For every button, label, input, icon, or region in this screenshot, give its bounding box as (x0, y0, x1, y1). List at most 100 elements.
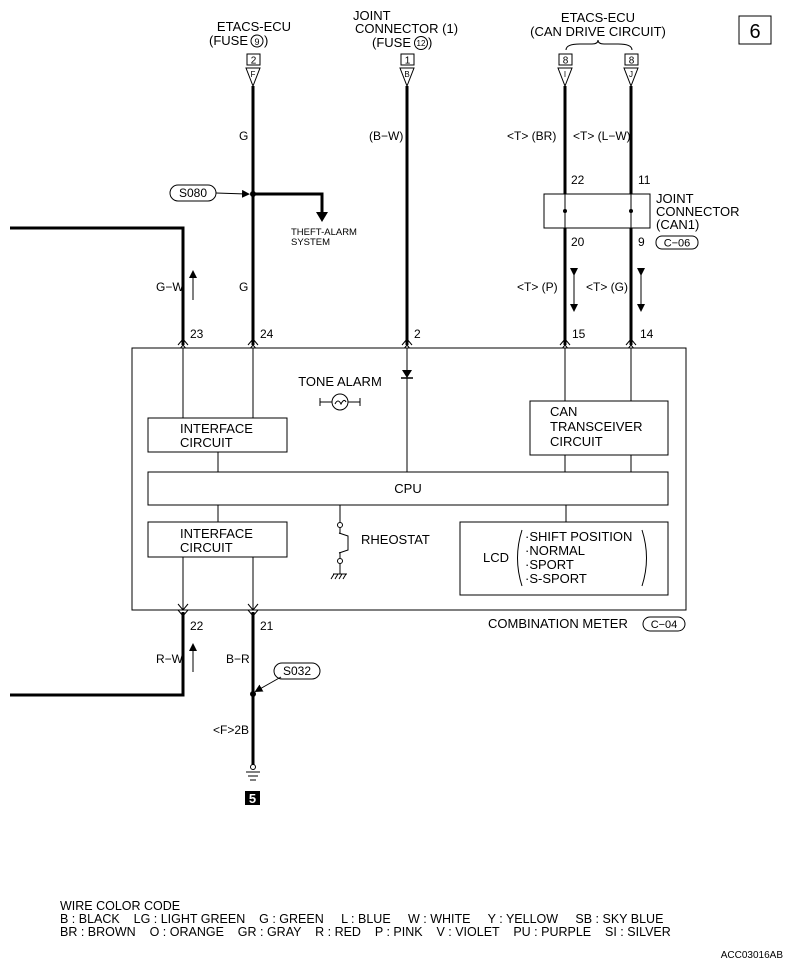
ground-terminal (250, 764, 256, 770)
splice-s080-dot (250, 191, 256, 197)
ground-number: 5 (249, 791, 256, 806)
terminal-b (399, 67, 415, 88)
fuse-12-circle (414, 36, 428, 50)
joint-pin-11: 11 (638, 173, 651, 187)
pin-mark-22 (177, 603, 189, 617)
rheostat-contact-bottom (337, 558, 343, 564)
rheostat-contact-top (337, 522, 343, 528)
theft-alarm-label-1: THEFT-ALARM (291, 227, 357, 238)
lcd-left-paren (517, 529, 523, 587)
pin-24: 24 (260, 327, 274, 341)
splice-s032-label: S032 (283, 664, 311, 678)
splice-s032-pointer (254, 676, 282, 692)
ground-number-box (245, 791, 260, 805)
combination-meter-connector: C−04 (651, 619, 678, 631)
splice-s080-pointer (215, 189, 250, 198)
page-number-box (738, 15, 772, 45)
diode-symbol (402, 370, 412, 378)
diagram-code: ACC03016AB (720, 950, 783, 961)
wire-label-gw: G−W (156, 280, 184, 294)
interface-top-label-2: CIRCUIT (180, 435, 233, 450)
etacs-fuse-sub: (FUSE (209, 33, 248, 48)
can-transceiver-box (529, 400, 669, 456)
interface-bottom-label-1: INTERFACE (180, 526, 253, 541)
terminal-j (623, 67, 639, 88)
wire-label-can-lw: <T> (L−W) (573, 129, 631, 143)
terminal-b-letter: B (404, 70, 409, 79)
pin-14: 14 (640, 327, 654, 341)
joint-fuse-title1: JOINT (353, 8, 391, 23)
combination-meter-connector-tag (642, 616, 686, 632)
wire-gw (10, 226, 185, 345)
fuse-12-number: 12 (417, 39, 426, 48)
wire-label-br: B−R (226, 652, 250, 666)
can-label-3: CIRCUIT (550, 434, 603, 449)
lcd-right-paren (641, 529, 647, 587)
tone-alarm-label: TONE ALARM (298, 374, 382, 389)
pin-23: 23 (190, 327, 204, 341)
etacs-can-sub: (CAN DRIVE CIRCUIT) (530, 24, 666, 39)
etacs-fuse-close: ) (264, 33, 268, 48)
can-label-2: TRANSCEIVER (550, 419, 642, 434)
legend-title: WIRE COLOR CODE (60, 899, 181, 913)
joint-can1-right-dot (629, 209, 633, 213)
wire-label-can-br: <T> (BR) (507, 129, 556, 143)
terminal-i-letter: I (564, 70, 566, 79)
joint-can1-connector-tag (655, 235, 699, 250)
joint-can1-label-1: JOINT (656, 191, 694, 206)
connector-8-left-number: 8 (563, 56, 569, 67)
interface-bottom-label-2: CIRCUIT (180, 540, 233, 555)
joint-pin-9: 9 (638, 235, 645, 249)
terminal-i (557, 67, 573, 88)
pin-15: 15 (572, 327, 586, 341)
joint-fuse-title2: CONNECTOR (1) (355, 21, 458, 36)
connector-8-left-box (558, 53, 573, 66)
lcd-item-3: ·SPORT (525, 557, 574, 572)
splice-s032-dot (250, 691, 256, 697)
connector-1-number: 1 (405, 56, 411, 67)
cpu-box (147, 471, 669, 506)
pin-22: 22 (190, 619, 204, 633)
wire-rw (10, 612, 185, 697)
page-number: 6 (749, 21, 760, 43)
joint-can1-label-2: CONNECTOR (656, 204, 740, 219)
joint-pin-20: 20 (571, 235, 585, 249)
theft-alarm-arrow (316, 212, 328, 222)
can-bracket (565, 39, 633, 51)
wire-color-legend: WIRE COLOR CODE B : BLACK LG : LIGHT GRE… (60, 900, 671, 939)
etacs-fuse-title: ETACS-ECU (217, 19, 291, 34)
joint-can1-connector: C−06 (664, 238, 691, 250)
buzzer-leads (319, 398, 361, 406)
legend-row-2: BR : BROWN O : ORANGE GR : GRAY R : RED … (60, 925, 671, 939)
joint-pin-22: 22 (571, 173, 585, 187)
pin-2: 2 (414, 327, 421, 341)
ground-icon (246, 771, 260, 781)
wire-label-bw: (B−W) (369, 129, 403, 143)
combination-meter-label: COMBINATION METER (488, 616, 628, 631)
joint-can1-label-3: (CAN1) (656, 217, 699, 232)
theft-alarm-branch (253, 192, 324, 214)
joint-fuse-sub: (FUSE (372, 35, 411, 50)
connector-1-box (400, 53, 415, 66)
rheostat-label: RHEOSTAT (361, 532, 430, 547)
splice-s080-label: S080 (179, 186, 207, 200)
interface-circuit-bottom (147, 521, 288, 558)
interface-circuit-top (147, 417, 288, 453)
connector-2-number: 2 (251, 56, 257, 67)
terminal-f-letter: F (251, 70, 256, 79)
pin-21: 21 (260, 619, 274, 633)
terminal-f (245, 67, 261, 88)
wire-label-g-mid: G (239, 280, 248, 294)
interface-top-label-1: INTERFACE (180, 421, 253, 436)
theft-alarm-label-2: SYSTEM (291, 237, 330, 248)
lcd-item-4: ·S-SPORT (525, 571, 587, 586)
cpu-label: CPU (394, 481, 421, 496)
lcd-label: LCD (483, 550, 509, 565)
wire-label-f2b: <F>2B (213, 723, 249, 737)
legend-row-1: B : BLACK LG : LIGHT GREEN G : GREEN L :… (60, 912, 664, 926)
connector-8-right-box (624, 53, 639, 66)
can-label-1: CAN (550, 404, 577, 419)
connector-8-right-number: 8 (629, 56, 635, 67)
wire-label-can-g: <T> (G) (586, 280, 628, 294)
